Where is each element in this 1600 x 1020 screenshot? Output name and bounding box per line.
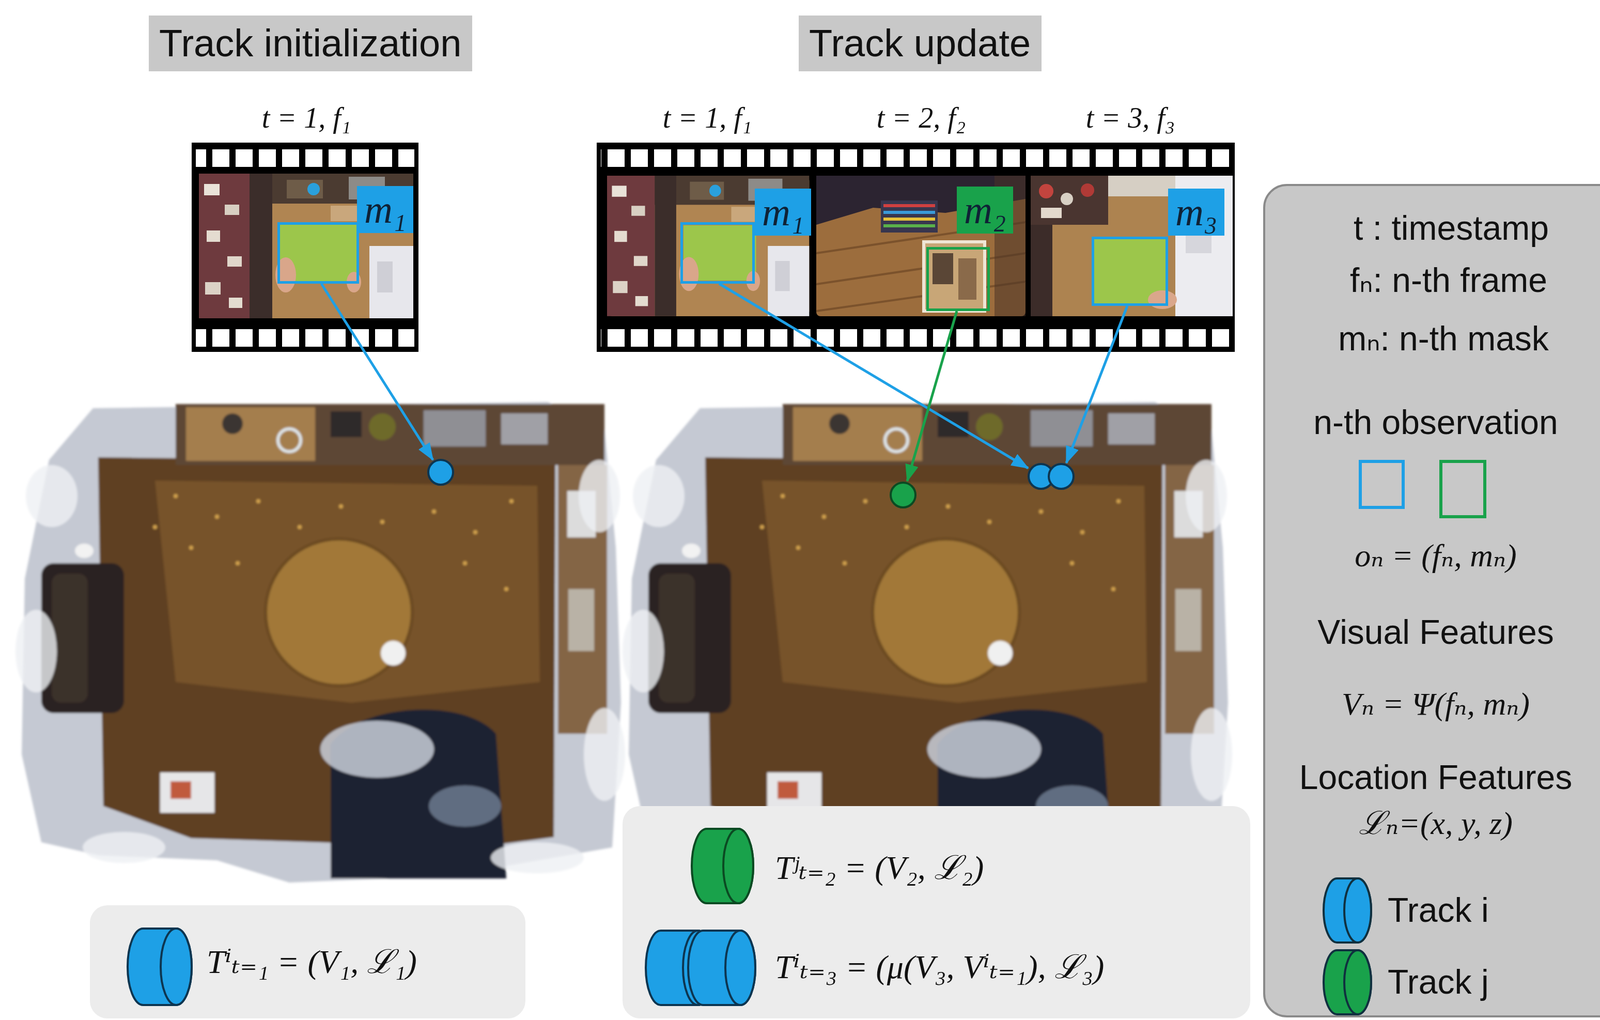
legend-text: t : timestamp — [1353, 208, 1549, 248]
filmstrip-left-part — [198, 173, 414, 319]
formula-panel: Tʲₜ₌₂ = (V₂, ℒ₂) Tⁱₜ₌₃ = (μ(V₃, Vⁱₜ₌₁), ℒ… — [622, 805, 1251, 1019]
formula-panel: Tⁱₜ₌₁ = (V₁, ℒ₁) — [89, 905, 526, 1019]
projection-arrow-part — [1066, 305, 1128, 463]
scene-map-part — [15, 401, 626, 883]
video-frame — [198, 173, 414, 319]
legend-text: Visual Features — [1317, 612, 1554, 652]
projection-arrow — [321, 283, 1128, 481]
section-header: Track update — [798, 15, 1042, 72]
legend-label: Track i — [1387, 890, 1489, 930]
legend-label: Track j — [1387, 962, 1489, 1002]
filmstrip-right-part — [816, 175, 1026, 317]
legend-text: Vₙ = Ψ(fₙ, mₙ) — [1341, 685, 1530, 723]
video-frame — [1030, 175, 1233, 317]
filmstrip-left-part — [191, 142, 419, 352]
time-frame-label: t = 3, f₃ — [1085, 101, 1175, 135]
header-text: Track initialization — [159, 21, 462, 66]
formula-text: Tʲₜ₌₂ = (V₂, ℒ₂) — [774, 848, 984, 888]
time-frame-label: t = 1, f₁ — [261, 101, 351, 135]
formula-text: Tⁱₜ₌₃ = (μ(V₃, Vⁱₜ₌₁), ℒ₃) — [774, 948, 1105, 987]
time-frame-label: t = 1, f₁ — [662, 101, 752, 135]
track-dot-part — [1048, 463, 1074, 489]
filmstrip-right-part — [596, 142, 1235, 352]
mask-label: m₁ — [356, 185, 414, 233]
legend-text: mₙ: n-th mask — [1338, 319, 1549, 359]
mask-label: m₃ — [1168, 188, 1225, 236]
filmstrip-left-part — [195, 149, 415, 167]
legend-swatch-body — [1323, 950, 1372, 1015]
legend-text: n-th observation — [1313, 402, 1558, 443]
track-dot-part — [428, 459, 454, 485]
legend-swatch — [1321, 948, 1374, 1017]
video-frame — [816, 175, 1026, 317]
filmstrip-right-part — [600, 149, 1231, 167]
legend-swatch-face — [1344, 950, 1372, 1015]
mask-box: m₃ — [1091, 236, 1169, 306]
legend-swatch-body — [1323, 878, 1372, 943]
mask-box: m₂ — [926, 246, 990, 312]
projection-arrow-part — [719, 283, 1029, 469]
legend-swatch-face — [1344, 878, 1372, 943]
mask-label: m₁ — [754, 188, 812, 236]
time-frame-label: t = 2, f₂ — [876, 101, 966, 135]
mask-box: m₁ — [680, 222, 755, 284]
mask-box: m₁ — [277, 222, 360, 284]
legend-text: ℒₙ=(x, y, z) — [1358, 804, 1513, 842]
section-header: Track initialization — [148, 15, 473, 72]
track-dot — [428, 459, 1074, 508]
legend-swatch — [1321, 876, 1374, 945]
scene-map — [15, 401, 626, 883]
header-text: Track update — [809, 21, 1031, 66]
legend-text: Location Features — [1299, 757, 1573, 798]
filmstrip-left-part — [195, 329, 415, 347]
filmstrip-right — [596, 142, 1235, 352]
track-dot-part — [890, 482, 916, 508]
projection-arrow-part — [321, 283, 433, 460]
filmstrip-left — [191, 142, 419, 352]
mask-label: m₂ — [956, 186, 1014, 234]
legend-text: oₙ = (fₙ, mₙ) — [1354, 537, 1517, 574]
legend-text: fₙ: n-th frame — [1349, 260, 1548, 301]
projection-arrow-part — [907, 311, 957, 481]
filmstrip-right-part — [1030, 175, 1233, 317]
formula-text: Tⁱₜ₌₁ = (V₁, ℒ₁) — [206, 942, 417, 982]
filmstrip-right-part — [600, 329, 1231, 347]
